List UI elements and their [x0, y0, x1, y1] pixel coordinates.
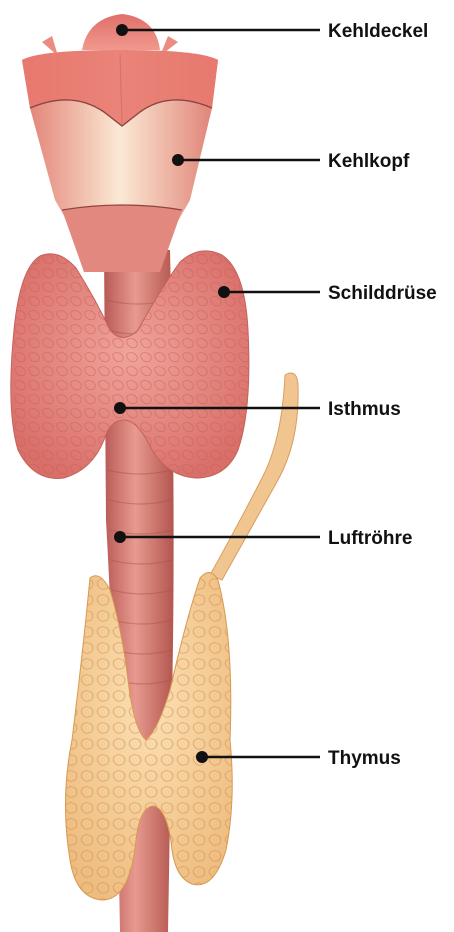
pointer-dot	[218, 286, 230, 298]
pointer-dot	[114, 531, 126, 543]
pointer-dot	[172, 154, 184, 166]
label-larynx: Kehlkopf	[172, 151, 410, 172]
pointer-dot	[114, 402, 126, 414]
label-text-trachea: Luftröhre	[328, 528, 412, 549]
label-epiglottis: Kehldeckel	[116, 21, 428, 42]
label-text-thymus: Thymus	[328, 748, 401, 769]
pointer-dot	[116, 24, 128, 36]
label-text-thyroid: Schilddrüse	[328, 283, 437, 304]
label-text-isthmus: Isthmus	[328, 399, 401, 420]
label-text-epiglottis: Kehldeckel	[328, 21, 428, 42]
epiglottis-shape	[42, 14, 178, 56]
pointer-dot	[196, 751, 208, 763]
label-text-larynx: Kehlkopf	[328, 151, 410, 172]
label-thyroid: Schilddrüse	[218, 283, 437, 304]
